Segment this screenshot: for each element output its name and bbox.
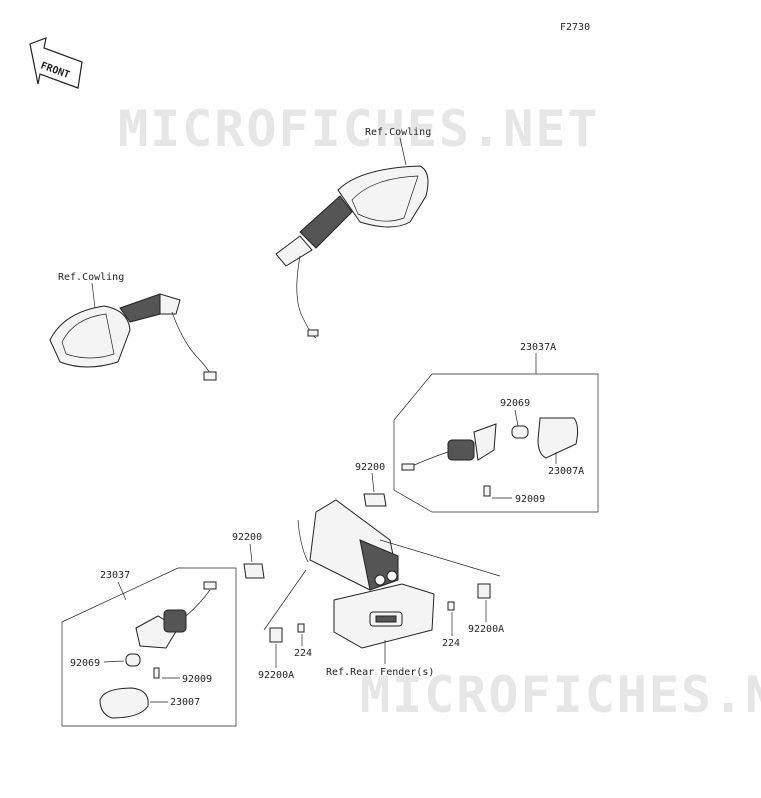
part-224-left-label: 224: [294, 648, 312, 659]
front-arrow-icon: FRONT: [29, 37, 83, 89]
part-92009-right-label: 92009: [515, 494, 545, 505]
ref-cowling-left-label: Ref.Cowling: [58, 272, 124, 283]
part-23037A-label: 23037A: [520, 342, 556, 353]
watermark-bottom: MICROFICHES.NET: [360, 666, 761, 724]
ref-rear-fender-label: Ref.Rear Fender(s): [326, 667, 434, 678]
license-bracket-illustration: [297, 499, 501, 649]
part-92009-left-label: 92009: [182, 674, 212, 685]
part-23007-label: 23007: [170, 697, 200, 708]
part-92200A-right-label: 92200A: [468, 624, 504, 635]
right-turn-signal-illustration: [401, 417, 579, 497]
left-turn-signal-illustration: [99, 581, 217, 719]
part-92069-left-label: 92069: [70, 658, 100, 669]
right-mirror-illustration: [275, 165, 429, 339]
ref-cowling-right-label: Ref.Cowling: [365, 127, 431, 138]
part-23007A-label: 23007A: [548, 466, 584, 477]
part-92069-right-label: 92069: [500, 398, 530, 409]
part-92200-right-label: 92200: [355, 462, 385, 473]
part-23037-label: 23037: [100, 570, 130, 581]
part-224-right-label: 224: [442, 638, 460, 649]
watermark-top: MICROFICHES.NET: [118, 100, 600, 158]
left-mirror-illustration: [49, 293, 217, 381]
part-92200-left-label: 92200: [232, 532, 262, 543]
figure-code: F2730: [560, 22, 590, 33]
part-92200A-left-label: 92200A: [258, 670, 294, 681]
